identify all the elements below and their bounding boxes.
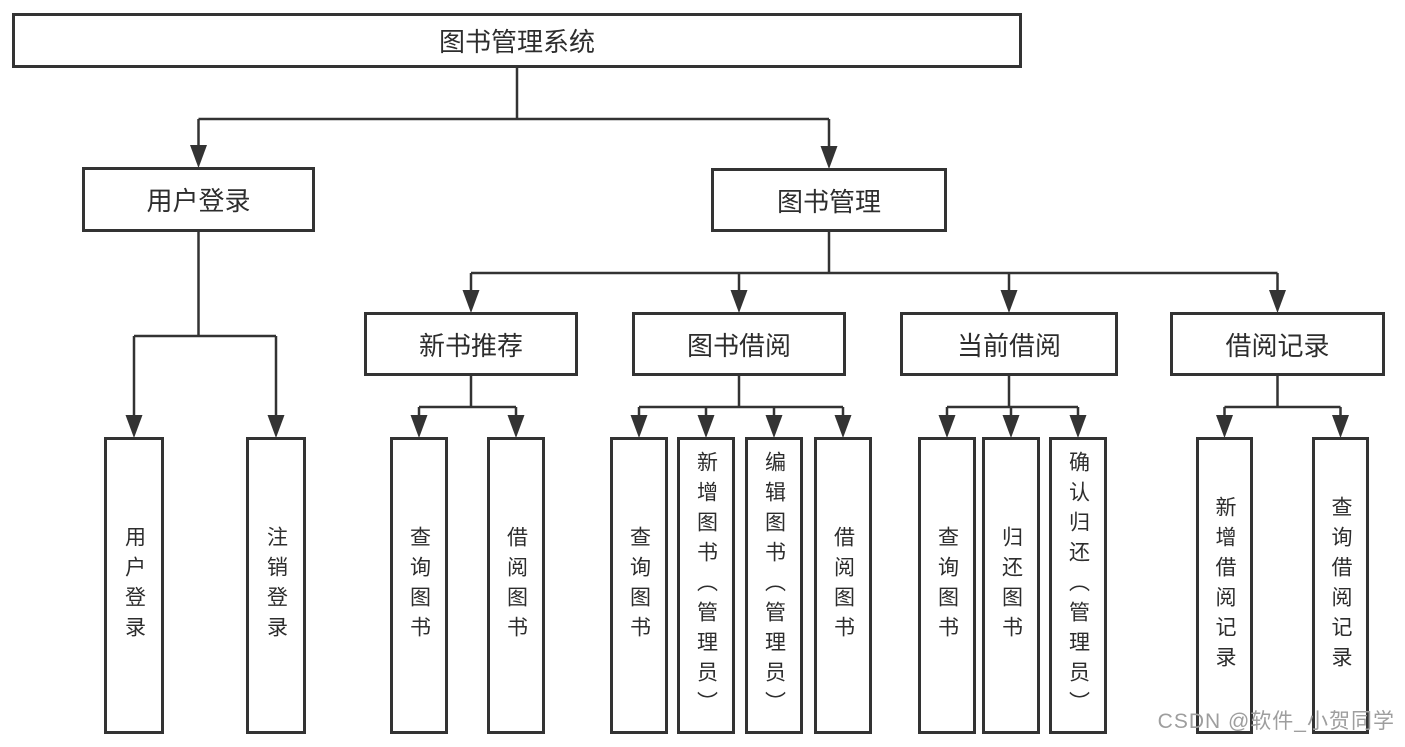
node-label: 当前借阅 <box>956 330 1061 361</box>
arrowhead-icon <box>630 415 648 438</box>
node-new-book: 新书推荐 <box>364 312 578 376</box>
node-leaf-br-query: 查询借阅记录 <box>1312 437 1369 734</box>
node-label: 查询图书 <box>407 525 431 646</box>
arrowhead-icon <box>820 146 838 169</box>
node-label: 注销登录 <box>264 525 288 646</box>
arrowhead-icon <box>190 145 207 168</box>
node-label: 图书借阅 <box>686 330 791 361</box>
arrowhead-icon <box>1002 415 1020 438</box>
node-current-borrow: 当前借阅 <box>900 312 1118 376</box>
node-leaf-nb-borrow: 借阅图书 <box>487 437 545 734</box>
node-label: 用户登录 <box>146 186 251 216</box>
node-user-login: 用户登录 <box>82 167 315 232</box>
node-leaf-bb-add: 新增图书（管理员） <box>677 437 735 734</box>
node-label: 借阅记录 <box>1225 330 1330 361</box>
arrowhead-icon <box>1069 415 1087 438</box>
arrowhead-icon <box>765 415 783 438</box>
node-leaf-cb-confirm: 确认归还（管理员） <box>1049 437 1107 734</box>
node-leaf-cb-return: 归还图书 <box>982 437 1040 734</box>
node-borrow-record: 借阅记录 <box>1170 312 1385 376</box>
node-label: 新增借阅记录 <box>1213 495 1236 676</box>
node-leaf-bb-query: 查询图书 <box>610 437 668 734</box>
node-label: 图书管理系统 <box>438 27 595 57</box>
node-label: 确认归还（管理员） <box>1066 450 1090 721</box>
node-label: 编辑图书（管理员） <box>762 450 786 721</box>
arrowhead-icon <box>507 415 525 438</box>
arrowhead-icon <box>697 415 715 438</box>
node-leaf-logout: 注销登录 <box>246 437 306 734</box>
node-book-borrow: 图书借阅 <box>632 312 846 376</box>
arrowhead-icon <box>938 415 956 438</box>
node-label: 归还图书 <box>999 525 1023 646</box>
node-label: 新书推荐 <box>418 330 523 361</box>
node-leaf-br-add: 新增借阅记录 <box>1196 437 1253 734</box>
node-root: 图书管理系统 <box>12 13 1022 68</box>
arrowhead-icon <box>267 415 285 438</box>
arrowhead-icon <box>410 415 428 438</box>
node-leaf-cb-query: 查询图书 <box>918 437 976 734</box>
arrowhead-icon <box>1332 415 1349 438</box>
arrowhead-icon <box>1269 290 1286 313</box>
node-label: 图书管理 <box>776 186 881 217</box>
arrowhead-icon <box>834 415 852 438</box>
connector-lines <box>132 66 1342 418</box>
node-label: 新增图书（管理员） <box>694 450 718 721</box>
arrowhead-icon <box>125 415 143 438</box>
node-label: 用户登录 <box>122 525 146 646</box>
node-leaf-bb-edit: 编辑图书（管理员） <box>745 437 803 734</box>
node-label: 借阅图书 <box>504 525 528 646</box>
node-leaf-user-login: 用户登录 <box>104 437 164 734</box>
node-label: 查询借阅记录 <box>1329 495 1352 676</box>
arrowhead-icon <box>1000 290 1018 313</box>
node-leaf-nb-query: 查询图书 <box>390 437 448 734</box>
arrowhead-icon <box>1216 415 1233 438</box>
node-label: 查询图书 <box>627 525 651 646</box>
node-label: 借阅图书 <box>831 525 855 646</box>
arrowhead-icon <box>462 290 480 313</box>
node-book-mgmt: 图书管理 <box>711 168 947 232</box>
node-label: 查询图书 <box>935 525 959 646</box>
arrowhead-icon <box>730 290 748 313</box>
node-leaf-bb-borrow: 借阅图书 <box>814 437 872 734</box>
